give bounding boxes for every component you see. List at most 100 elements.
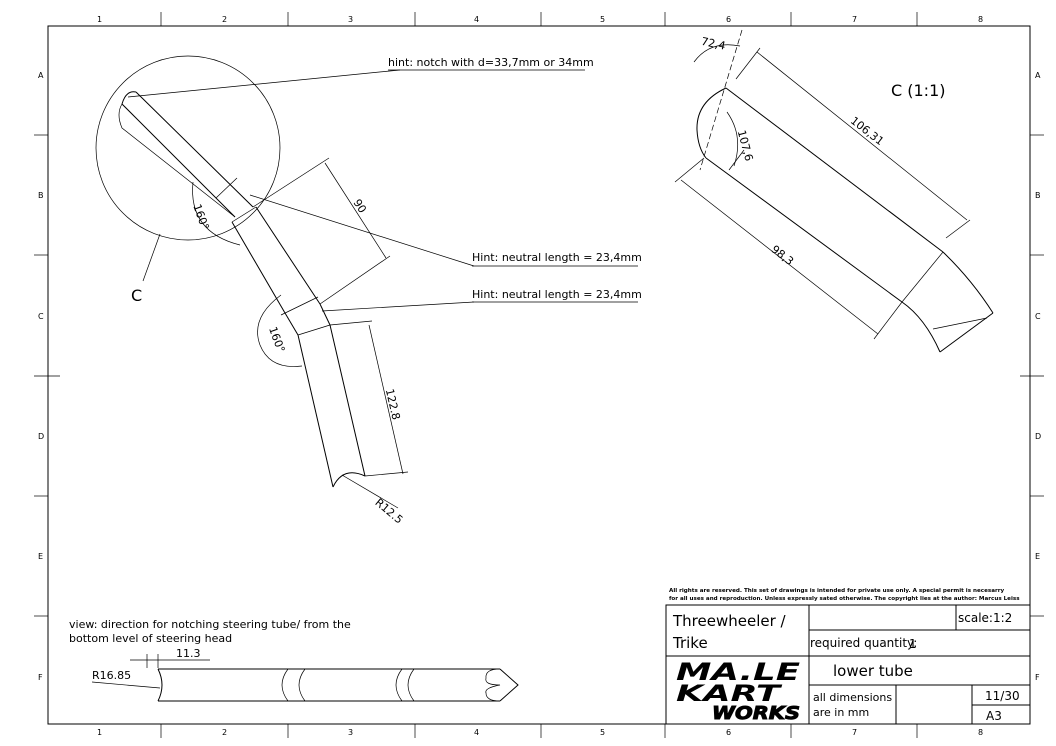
dim-122-8: 122.8	[383, 388, 403, 422]
detail-title: C (1:1)	[891, 81, 946, 100]
leader-neutral-2	[321, 301, 475, 312]
angle-arc-1	[192, 181, 241, 246]
hint-neutral-2: Hint: neutral length = 23,4mm	[472, 288, 642, 301]
svg-text:KART: KART	[676, 682, 783, 707]
leader-neutral-1	[249, 194, 475, 267]
bend-line-1b	[231, 206, 257, 223]
col-label: 5	[600, 15, 605, 24]
row-label: A	[1035, 71, 1041, 80]
dim-r16-85: R16.85	[92, 669, 131, 682]
units-line2: are in mm	[813, 706, 869, 719]
col-label: 6	[726, 728, 731, 737]
tube-notch-cap	[121, 91, 137, 105]
tube-edge-mid-1	[231, 221, 286, 314]
col-label: 4	[474, 15, 479, 24]
column-labels-bottom: 1 2 3 4 5 6 7 8	[97, 728, 983, 737]
dim-r12-5: R12.5	[372, 496, 405, 527]
quantity-value: 1	[909, 637, 917, 651]
col-label: 7	[852, 15, 857, 24]
dim-line-122-8	[368, 324, 404, 475]
col-label: 8	[978, 15, 983, 24]
col-label: 7	[852, 728, 857, 737]
col-label: 2	[222, 15, 227, 24]
title-line2: Trike	[672, 634, 708, 652]
row-label: F	[1035, 673, 1040, 682]
title-block: All rights are reserved. This set of dra…	[665, 588, 1031, 725]
dim-106-31: 106,31	[848, 114, 886, 148]
tube-notch-lower	[332, 472, 366, 488]
paper-size: A3	[986, 709, 1002, 723]
units-line1: all dimensions	[813, 691, 892, 704]
angle-160-1: 160°	[190, 202, 211, 231]
detail-axis	[699, 29, 743, 171]
dim-line-r12-5	[341, 474, 399, 509]
scale-label: scale:	[958, 611, 993, 625]
row-label: C	[38, 312, 44, 321]
view-note-line1: view: direction for notching steering tu…	[69, 618, 351, 631]
rights-line1: All rights are reserved. This set of dra…	[669, 588, 1004, 594]
row-label: B	[1035, 191, 1041, 200]
arc-72-4	[693, 44, 741, 63]
main-tube-view: C hint: notch with d=33,7mm or 34mm Hint…	[95, 55, 642, 527]
row-label: E	[38, 552, 43, 561]
row-label: D	[1035, 432, 1041, 441]
quantity-label: required quantity:	[810, 636, 917, 650]
row-labels-right: A B C D E F	[1035, 71, 1041, 682]
detail-edge-top	[725, 87, 944, 253]
col-label: 8	[978, 728, 983, 737]
dim-11-3: 11.3	[176, 647, 201, 660]
bend-line-1a	[215, 177, 238, 199]
rights-line2: for all uses and reproduction. Unless ex…	[669, 596, 1020, 602]
row-label: D	[38, 432, 44, 441]
detail-notch-arc	[696, 87, 727, 159]
detail-circle-c	[95, 55, 281, 241]
sheet-number: 11/30	[985, 689, 1020, 703]
angle-arc-2	[257, 294, 303, 367]
svg-text:WORKS: WORKS	[712, 703, 800, 724]
row-label: F	[38, 673, 43, 682]
dim-90: 90	[350, 197, 369, 216]
scale-value: 1:2	[993, 611, 1012, 625]
tube-edge-lower-2	[329, 324, 366, 477]
tube-edge-upper-1	[121, 103, 236, 218]
col-label: 5	[600, 728, 605, 737]
bottom-tube-tip	[499, 668, 519, 702]
arc-107-6	[726, 111, 739, 167]
dim-72-4: 72,4	[700, 35, 727, 53]
col-label: 1	[97, 728, 102, 737]
detail-end	[939, 312, 994, 353]
svg-text:MA.LE: MA.LE	[676, 658, 801, 686]
angle-160-2: 160°	[266, 325, 287, 354]
dim-line-98-3	[680, 179, 879, 335]
part-name: lower tube	[833, 662, 913, 680]
row-label: B	[38, 191, 44, 200]
male-kart-works-logo: MA.LE KART WORKS	[676, 658, 801, 725]
detail-bend-line	[901, 251, 944, 303]
detail-view-c: C (1:1) 72,4 107,6 106,31 98,3	[674, 29, 994, 353]
dim-line-106-31	[756, 51, 968, 221]
bend-line-2a	[280, 296, 319, 316]
detail-leader	[142, 233, 161, 282]
title-line1: Threewheeler /	[672, 612, 787, 630]
tube-edge-upper-2	[135, 91, 254, 208]
row-label: A	[38, 71, 44, 80]
drawing-frame	[34, 12, 1044, 738]
bend-line-2b	[297, 324, 331, 336]
tube-edge-mid-2	[255, 206, 321, 305]
hint-neutral-1: Hint: neutral length = 23,4mm	[472, 251, 642, 264]
view-note-line2: bottom level of steering head	[69, 632, 232, 645]
tube-notch-end	[118, 103, 236, 218]
col-label: 2	[222, 728, 227, 737]
col-label: 4	[474, 728, 479, 737]
detail-edge-bottom	[705, 157, 903, 303]
column-labels-top: 1 2 3 4 5 6 7 8	[97, 15, 983, 24]
tube-edge-lower-1	[297, 334, 334, 488]
col-label: 6	[726, 15, 731, 24]
bottom-tube-view: view: direction for notching steering tu…	[69, 618, 519, 702]
col-label: 1	[97, 15, 102, 24]
row-labels-left: A B C D E F	[38, 71, 44, 682]
dim-line-90	[324, 162, 387, 259]
col-label: 3	[348, 728, 353, 737]
row-label: E	[1035, 552, 1040, 561]
